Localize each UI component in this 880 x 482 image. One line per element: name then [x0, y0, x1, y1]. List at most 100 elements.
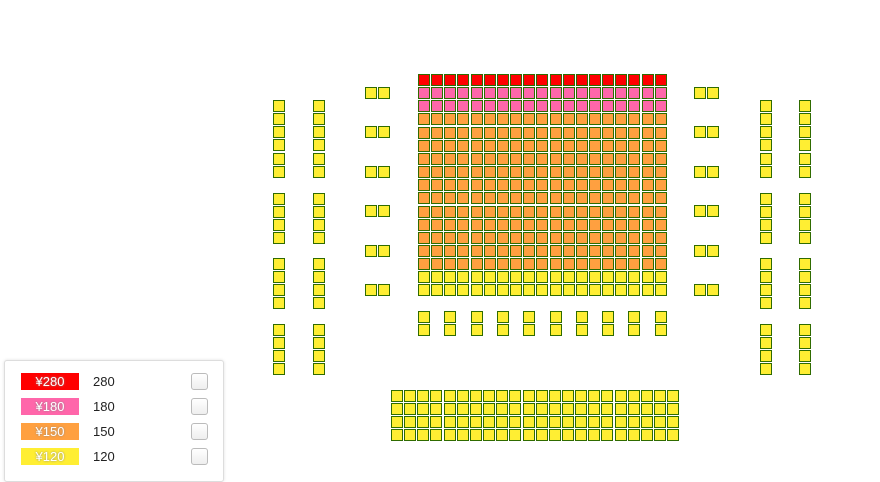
seat-150[interactable] [431, 153, 443, 165]
seat-180[interactable] [471, 100, 483, 112]
seat-180[interactable] [563, 87, 575, 99]
seat-120[interactable] [760, 271, 772, 283]
seat-120[interactable] [273, 232, 285, 244]
seat-150[interactable] [418, 140, 430, 152]
seat-150[interactable] [655, 140, 667, 152]
seat-120[interactable] [550, 271, 562, 283]
seat-120[interactable] [655, 311, 667, 323]
seat-150[interactable] [642, 206, 654, 218]
seat-150[interactable] [497, 113, 509, 125]
seat-150[interactable] [602, 153, 614, 165]
seat-150[interactable] [628, 245, 640, 257]
seat-150[interactable] [655, 245, 667, 257]
seat-120[interactable] [536, 403, 548, 415]
seat-120[interactable] [641, 416, 653, 428]
seat-120[interactable] [313, 297, 325, 309]
seat-150[interactable] [484, 232, 496, 244]
seat-280[interactable] [655, 74, 667, 86]
seat-120[interactable] [601, 416, 613, 428]
seat-150[interactable] [523, 232, 535, 244]
seat-150[interactable] [471, 245, 483, 257]
seat-120[interactable] [563, 271, 575, 283]
seat-180[interactable] [655, 87, 667, 99]
seat-150[interactable] [642, 113, 654, 125]
seat-120[interactable] [799, 139, 811, 151]
seat-120[interactable] [510, 284, 522, 296]
seat-120[interactable] [562, 390, 574, 402]
seat-120[interactable] [470, 416, 482, 428]
seat-120[interactable] [628, 324, 640, 336]
seat-120[interactable] [471, 284, 483, 296]
seat-150[interactable] [484, 140, 496, 152]
seat-180[interactable] [418, 87, 430, 99]
seat-150[interactable] [655, 179, 667, 191]
seat-120[interactable] [470, 390, 482, 402]
seat-120[interactable] [575, 416, 587, 428]
seat-120[interactable] [417, 403, 429, 415]
seat-120[interactable] [667, 390, 679, 402]
seat-120[interactable] [273, 166, 285, 178]
seat-120[interactable] [536, 284, 548, 296]
seat-150[interactable] [444, 232, 456, 244]
seat-120[interactable] [496, 403, 508, 415]
seat-150[interactable] [642, 192, 654, 204]
seat-150[interactable] [418, 166, 430, 178]
seat-120[interactable] [628, 403, 640, 415]
seat-150[interactable] [642, 258, 654, 270]
seat-280[interactable] [484, 74, 496, 86]
seat-280[interactable] [602, 74, 614, 86]
seat-150[interactable] [457, 113, 469, 125]
seat-120[interactable] [562, 429, 574, 441]
seat-150[interactable] [523, 113, 535, 125]
seat-150[interactable] [510, 245, 522, 257]
seat-150[interactable] [563, 153, 575, 165]
seat-150[interactable] [602, 192, 614, 204]
seat-150[interactable] [628, 192, 640, 204]
seat-120[interactable] [760, 206, 772, 218]
seat-120[interactable] [641, 390, 653, 402]
seat-150[interactable] [431, 206, 443, 218]
seat-150[interactable] [510, 192, 522, 204]
seat-120[interactable] [378, 126, 390, 138]
seat-120[interactable] [642, 284, 654, 296]
seat-120[interactable] [576, 271, 588, 283]
seat-150[interactable] [628, 258, 640, 270]
seat-120[interactable] [273, 350, 285, 362]
seat-120[interactable] [273, 206, 285, 218]
seat-150[interactable] [471, 192, 483, 204]
seat-120[interactable] [430, 416, 442, 428]
seat-150[interactable] [628, 140, 640, 152]
seat-120[interactable] [760, 258, 772, 270]
seat-150[interactable] [523, 245, 535, 257]
seat-120[interactable] [391, 390, 403, 402]
seat-150[interactable] [642, 140, 654, 152]
seat-120[interactable] [457, 271, 469, 283]
seat-120[interactable] [457, 284, 469, 296]
seat-180[interactable] [628, 87, 640, 99]
seat-120[interactable] [496, 429, 508, 441]
seat-120[interactable] [799, 206, 811, 218]
seat-280[interactable] [444, 74, 456, 86]
seat-150[interactable] [615, 140, 627, 152]
seat-120[interactable] [799, 258, 811, 270]
seat-120[interactable] [799, 100, 811, 112]
seat-150[interactable] [471, 206, 483, 218]
seat-150[interactable] [510, 113, 522, 125]
seat-120[interactable] [444, 390, 456, 402]
seat-150[interactable] [615, 179, 627, 191]
seat-150[interactable] [642, 127, 654, 139]
seat-120[interactable] [497, 271, 509, 283]
seat-180[interactable] [628, 100, 640, 112]
seat-150[interactable] [550, 140, 562, 152]
seat-120[interactable] [509, 429, 521, 441]
seat-150[interactable] [457, 192, 469, 204]
seat-150[interactable] [655, 206, 667, 218]
seat-120[interactable] [615, 284, 627, 296]
seat-120[interactable] [601, 390, 613, 402]
seat-120[interactable] [799, 271, 811, 283]
seat-120[interactable] [628, 271, 640, 283]
seat-120[interactable] [602, 311, 614, 323]
seat-180[interactable] [615, 87, 627, 99]
seat-150[interactable] [523, 258, 535, 270]
seat-150[interactable] [484, 206, 496, 218]
